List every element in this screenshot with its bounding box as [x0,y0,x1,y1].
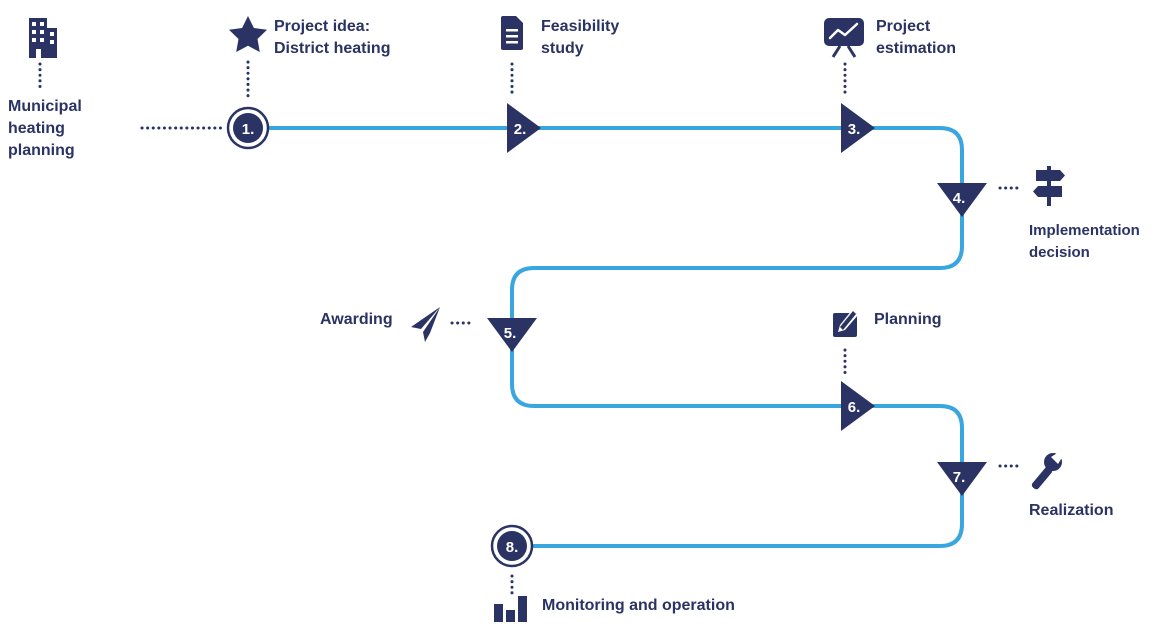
building-icon [29,18,57,58]
paper-plane-icon [411,307,440,342]
stage-2-number: 2. [514,121,527,138]
stage-5-marker: 5. [487,318,537,352]
stage-5-number: 5. [504,325,517,342]
stage-8-marker: 8. [490,524,534,568]
pen-icon [833,310,858,337]
stage-1-marker: 1. [226,106,270,150]
stage-3-number: 3. [848,121,861,138]
stage-8-label: Monitoring and operation [542,597,735,614]
signpost-icon [1033,166,1065,206]
wrench-icon [1031,452,1063,490]
stage-4-marker: 4. [937,183,987,217]
stage-2-marker: 2. [507,103,541,153]
stage-7-label: Realization [1029,502,1114,519]
dotted-connectors [38,60,1024,596]
process-path [266,126,964,548]
stage-4-label: Implementation decision [1029,222,1140,261]
star-icon [229,16,267,52]
stage-1-label: Project idea: District heating [274,18,391,57]
stage-1-number: 1. [242,121,255,138]
stage-4-number: 4. [953,190,966,207]
origin-label: Municipal heating planning [8,98,82,159]
stage-7-marker: 7. [937,462,987,496]
stage-5-label: Awarding [320,311,393,328]
stage-3-marker: 3. [841,103,875,153]
stage-6-label: Planning [874,311,942,328]
stage-6-marker: 6. [841,381,875,431]
stage-3-label: Project estimation [876,18,957,57]
presentation-chart-icon [824,18,864,58]
stage-7-number: 7. [953,469,966,486]
stage-2-label: Feasibility study [541,18,620,57]
stage-8-number: 8. [506,539,519,556]
bar-chart-icon [494,596,527,622]
stage-6-number: 6. [848,399,861,416]
document-icon [501,16,523,50]
